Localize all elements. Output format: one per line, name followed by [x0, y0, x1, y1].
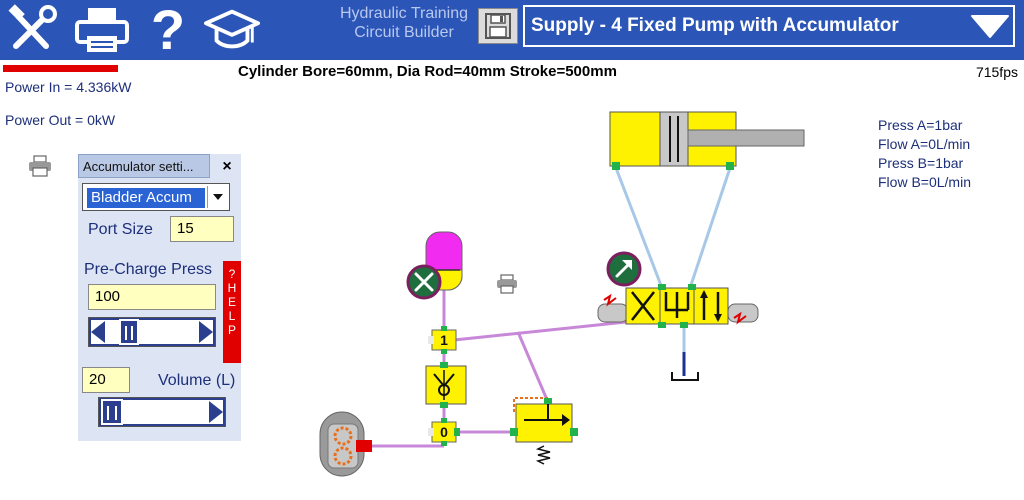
- training-button[interactable]: [204, 2, 260, 58]
- junction-top: [428, 326, 457, 354]
- directional-control-valve: [597, 284, 759, 328]
- check-valve: [425, 362, 467, 408]
- precharge-slider[interactable]: [88, 317, 216, 347]
- help-button[interactable]: ?: [140, 2, 196, 58]
- port-size-field[interactable]: 15: [170, 216, 234, 242]
- volume-field[interactable]: 20: [82, 367, 130, 393]
- cylinder-info: Cylinder Bore=60mm, Dia Rod=40mm Stroke=…: [238, 63, 617, 80]
- precharge-slider-thumb[interactable]: [119, 319, 139, 345]
- accumulator-settings-panel: Accumulator setti... × Bladder Accum Por…: [78, 154, 241, 441]
- circuit-select[interactable]: Supply - 4 Fixed Pump with Accumulator: [523, 5, 1015, 47]
- electric-motor-pump: [319, 411, 372, 477]
- press-a-readout: Press A=1bar: [878, 117, 963, 133]
- circuit-print-icon[interactable]: [496, 274, 518, 294]
- volume-slider-thumb[interactable]: [101, 399, 123, 425]
- app-title: Hydraulic Training Circuit Builder: [330, 4, 478, 42]
- accumulator-type-select[interactable]: Bladder Accum: [82, 183, 230, 211]
- printer-icon: [75, 8, 129, 52]
- power-in-bar: [3, 65, 118, 72]
- flow-b-readout: Flow B=0L/min: [878, 174, 971, 190]
- top-toolbar: ? Hydraulic Training Circuit Builder Sup…: [0, 0, 1024, 60]
- accumulator-type-value: Bladder Accum: [87, 188, 205, 208]
- save-button[interactable]: [478, 8, 518, 44]
- accumulator-settings-tool-icon[interactable]: [406, 264, 442, 300]
- print-button[interactable]: [74, 2, 130, 58]
- panel-title: Accumulator setti...: [78, 154, 210, 178]
- panel-print-icon[interactable]: [28, 155, 52, 177]
- volume-slider[interactable]: [98, 397, 226, 427]
- help-icon: ?: [150, 0, 186, 61]
- chevron-down-icon: [967, 7, 1013, 45]
- pressure-pipes: [372, 288, 627, 448]
- junction-bottom-label: 0: [440, 424, 448, 440]
- press-b-readout: Press B=1bar: [878, 155, 964, 171]
- relief-valve: [510, 397, 578, 465]
- fps-counter: 715fps: [975, 64, 1018, 80]
- tools-icon: [8, 4, 57, 49]
- graduation-cap-icon: [204, 9, 260, 49]
- close-icon[interactable]: ×: [222, 158, 232, 175]
- chevron-down-icon: [207, 186, 227, 208]
- junction-top-label: 1: [440, 332, 448, 348]
- app-title-line1: Hydraulic Training: [339, 5, 469, 22]
- power-out-label: Power Out = 0kW: [5, 112, 116, 128]
- junction-bottom: [428, 418, 460, 446]
- power-in-label: Power In = 4.336kW: [5, 79, 132, 95]
- volume-label: Volume (L): [158, 372, 236, 389]
- pressure-flow-readout: Press A=1bar Flow A=0L/min Press B=1bar …: [878, 116, 971, 192]
- app-title-line2: Circuit Builder: [354, 24, 454, 41]
- settings-button[interactable]: [4, 2, 60, 58]
- valve-adjust-arrow-icon[interactable]: [606, 251, 642, 287]
- floppy-disk-icon: [485, 13, 511, 39]
- flow-a-readout: Flow A=0L/min: [878, 136, 971, 152]
- precharge-field[interactable]: 100: [88, 284, 216, 310]
- pipe-cylinder-b: [688, 167, 732, 289]
- circuit-select-value: Supply - 4 Fixed Pump with Accumulator: [531, 15, 899, 36]
- tank-symbol: [671, 372, 699, 381]
- port-size-label: Port Size: [88, 221, 153, 238]
- precharge-label: Pre-Charge Press: [84, 261, 213, 278]
- hydraulic-cylinder: [609, 111, 805, 170]
